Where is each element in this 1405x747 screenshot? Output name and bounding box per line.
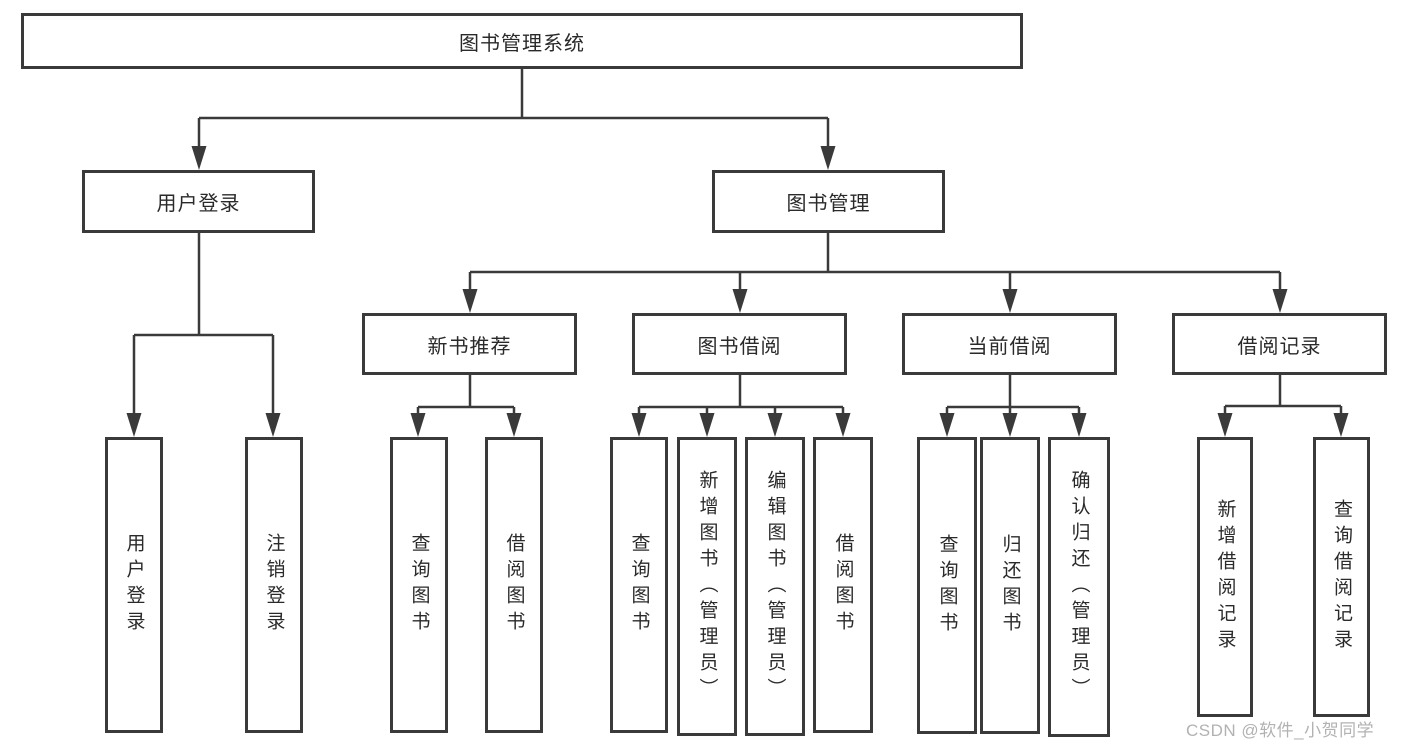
arrowheads bbox=[126, 146, 1349, 437]
leaf-edit-book-label: 编辑图书（管理员） bbox=[764, 469, 786, 704]
leaf-borrow-book-borrowing: 借阅图书 bbox=[813, 437, 873, 733]
leaf-edit-book: 编辑图书（管理员） bbox=[745, 437, 805, 736]
node-book-borrowing-label: 图书借阅 bbox=[697, 335, 782, 358]
node-root: 图书管理系统 bbox=[21, 13, 1023, 69]
leaf-confirm-return-label: 确认归还（管理员） bbox=[1068, 470, 1090, 704]
node-book-borrowing: 图书借阅 bbox=[632, 313, 847, 375]
leaf-add-book: 新增图书（管理员） bbox=[677, 437, 737, 736]
leaf-borrow-book-recommend: 借阅图书 bbox=[485, 437, 543, 733]
leaf-add-borrow-record-label: 新增借阅记录 bbox=[1214, 499, 1236, 655]
leaf-query-borrow-record: 查询借阅记录 bbox=[1313, 437, 1370, 717]
node-new-book-recommend: 新书推荐 bbox=[362, 313, 577, 375]
node-book-management: 图书管理 bbox=[712, 170, 945, 233]
leaf-query-borrow-record-label: 查询借阅记录 bbox=[1331, 499, 1352, 655]
leaf-confirm-return: 确认归还（管理员） bbox=[1048, 437, 1110, 737]
leaf-query-book-borrowing-label: 查询图书 bbox=[628, 533, 650, 637]
node-root-label: 图书管理系统 bbox=[459, 32, 585, 55]
leaf-add-book-label: 新增图书（管理员） bbox=[696, 469, 718, 704]
leaf-user-login: 用户登录 bbox=[105, 437, 163, 733]
node-user-login: 用户登录 bbox=[82, 170, 315, 233]
leaf-query-book-current: 查询图书 bbox=[917, 437, 977, 734]
node-current-borrowing: 当前借阅 bbox=[902, 313, 1117, 375]
csdn-watermark: CSDN @软件_小贺同学 bbox=[1186, 721, 1375, 740]
leaf-logout-label: 注销登录 bbox=[263, 533, 285, 637]
node-book-management-label: 图书管理 bbox=[786, 193, 871, 215]
leaf-query-book-recommend-label: 查询图书 bbox=[408, 533, 430, 637]
leaf-add-borrow-record: 新增借阅记录 bbox=[1197, 437, 1253, 717]
leaf-return-book: 归还图书 bbox=[980, 437, 1040, 734]
node-borrowing-records-label: 借阅记录 bbox=[1237, 335, 1322, 358]
node-borrowing-records: 借阅记录 bbox=[1172, 313, 1387, 375]
node-user-login-label: 用户登录 bbox=[156, 193, 241, 215]
leaf-borrow-book-recommend-label: 借阅图书 bbox=[503, 533, 525, 637]
leaf-borrow-book-borrowing-label: 借阅图书 bbox=[832, 533, 854, 637]
leaf-query-book-current-label: 查询图书 bbox=[936, 533, 958, 638]
leaf-query-book-recommend: 查询图书 bbox=[390, 437, 448, 733]
leaf-query-book-borrowing: 查询图书 bbox=[610, 437, 668, 733]
leaf-return-book-label: 归还图书 bbox=[999, 533, 1021, 638]
node-new-book-recommend-label: 新书推荐 bbox=[427, 335, 512, 358]
leaf-logout: 注销登录 bbox=[245, 437, 303, 733]
node-current-borrowing-label: 当前借阅 bbox=[967, 335, 1052, 358]
leaf-user-login-label: 用户登录 bbox=[123, 533, 145, 637]
